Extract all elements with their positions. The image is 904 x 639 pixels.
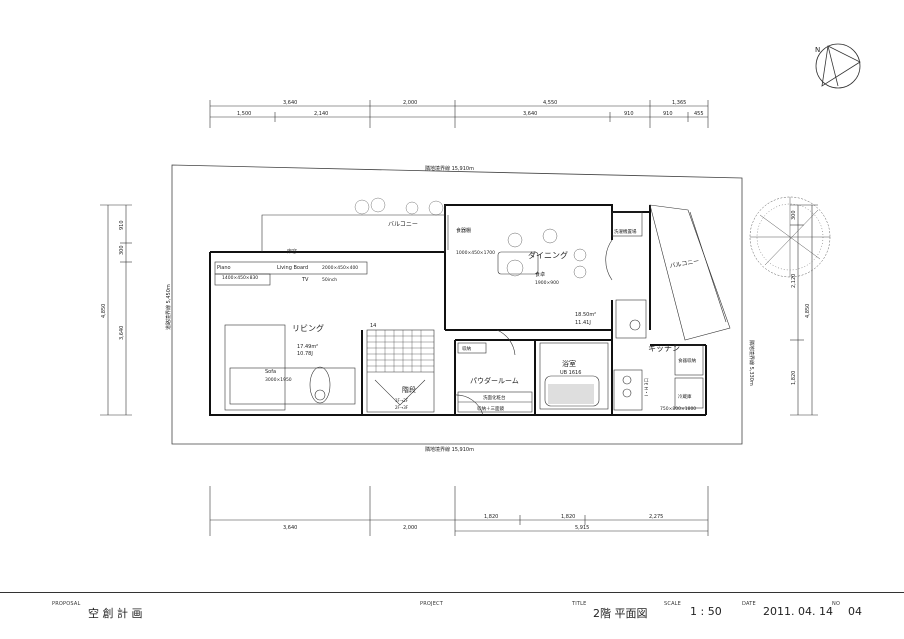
scale-value: 1 : 50 [690, 605, 722, 618]
dim-right-4: 1,820 [791, 371, 797, 385]
tokonoma-label: 床窓 [287, 248, 297, 255]
living-jo: 10.78J [297, 351, 313, 357]
dim-top-4: 1,365 [672, 100, 686, 106]
shrub-symbols [354, 197, 444, 216]
dim-sub-2: 2,140 [314, 111, 328, 117]
boundary-bottom-label: 隣地境界線 15,910m [425, 446, 474, 453]
no-label: NO [832, 601, 841, 607]
stair-note-2: 2F→3F [395, 405, 409, 410]
table-label: 食卓 [535, 271, 545, 278]
fridge-size: 750×800×1800 [660, 406, 696, 412]
date-label: DATE [742, 601, 756, 607]
stair-number: 14 [370, 323, 376, 329]
dim-sub-5: 910 [663, 111, 673, 117]
dim-bottom-2: 2,000 [403, 525, 417, 531]
living-label: リビング [292, 323, 324, 333]
shuno-mirror-label: 収納＋三面鏡 [477, 405, 504, 412]
dim-sub-4: 910 [624, 111, 634, 117]
balcony-right-label: バルコニー [669, 258, 700, 270]
stair-treads [367, 330, 434, 372]
dk-jo: 11.41J [575, 320, 591, 326]
dim-sub-1: 1,500 [237, 111, 251, 117]
kitchen-label: キッチン [648, 344, 680, 353]
dimension-lines-bottom [209, 486, 709, 536]
dim-sub-3: 3,640 [523, 111, 537, 117]
dim-sub-6: 455 [694, 111, 704, 117]
boundary-top-label: 隣地境界線 15,910m [425, 165, 474, 172]
north-label: N [815, 46, 820, 54]
dim-top-3: 4,550 [543, 100, 557, 106]
dim-bottom-1: 3,640 [283, 525, 297, 531]
dish-storage-label: 食器収納 [678, 357, 696, 364]
interior-lines [214, 204, 731, 416]
laundry-label: 洗濯機置場 [614, 228, 637, 235]
sofa-label: Sofa [265, 369, 276, 375]
title-value: 2階 平面図 [593, 607, 648, 620]
dim-left-4: 4,850 [101, 304, 107, 318]
proposal-value: 空 創 計 画 [88, 607, 143, 620]
piano-size: 1400×450×830 [222, 275, 258, 281]
tv-size: 50inch [322, 277, 337, 283]
boundary-right-label: 隣地境界線 5,330m [748, 340, 755, 386]
dim-left-3: 3,640 [119, 326, 125, 340]
dim-right-2: 2,120 [791, 274, 797, 288]
tv-label: TV [301, 277, 309, 283]
scale-label: SCALE [664, 601, 682, 607]
balcony-left-label: バルコニー [388, 221, 418, 228]
dimension-lines-left [100, 204, 132, 416]
date-value: 2011. 04. 14 [763, 605, 833, 618]
no-value: 04 [848, 605, 862, 618]
dim-bottom-sub-3: 2,275 [649, 514, 663, 520]
stair-label: 階段 [402, 385, 416, 394]
site-boundary [171, 164, 743, 445]
shokkidana-label: 食器棚 [456, 227, 471, 234]
bath-ub: UB 1616 [560, 370, 581, 376]
living-board-size: 2000×450×400 [322, 265, 358, 271]
fridge-label: 冷蔵庫 [678, 393, 692, 400]
shokkidana-size: 1000×450×1700 [456, 250, 495, 256]
washbasin-label: 洗面化粧台 [483, 394, 506, 401]
piano-label: Piano [217, 265, 231, 271]
living-board-label: Living Board [277, 265, 308, 271]
proposal-label: PROPOSAL [52, 601, 81, 607]
tree-symbol [749, 196, 831, 278]
dim-bottom-sub-2: 1,820 [561, 514, 575, 520]
living-area: 17.49m² [297, 344, 318, 350]
dimension-lines-right [790, 204, 818, 416]
dim-bottom-sub-1: 1,820 [484, 514, 498, 520]
ih-label: I・H 3口 [644, 378, 650, 396]
dim-bottom-3: 5,915 [575, 525, 589, 531]
dining-chairs [506, 228, 587, 279]
dim-top-1: 3,640 [283, 100, 297, 106]
stair-note-1: 1F→2F [395, 398, 409, 403]
dk-area: 18.50m² [575, 312, 596, 318]
table-size: 1900×900 [535, 280, 559, 286]
north-arrow-icon [815, 43, 861, 89]
powder-room-label: パウダールーム [470, 376, 519, 385]
people-symbols [309, 319, 641, 404]
title-block: PROPOSAL 空 創 計 画 PROJECT TITLE 2階 平面図 SC… [0, 592, 904, 639]
title-label: TITLE [572, 601, 587, 607]
dim-left-1: 910 [119, 220, 125, 230]
dim-top-2: 2,000 [403, 100, 417, 106]
dim-right-1: 300 [791, 210, 797, 220]
sofa-size: 3000×1950 [265, 377, 292, 383]
boundary-left-label: 道路境界線 5,450m [165, 284, 172, 330]
bathtub [548, 384, 594, 404]
dim-right-3: 4,850 [805, 304, 811, 318]
project-label: PROJECT [420, 601, 444, 607]
building-walls [209, 204, 707, 416]
dining-label: ダイニング [528, 250, 568, 260]
dimension-lines-top [209, 100, 709, 128]
dim-left-2: 300 [119, 245, 125, 255]
bath-label: 浴室 [562, 359, 576, 368]
shuno-label: 収納 [462, 345, 471, 352]
